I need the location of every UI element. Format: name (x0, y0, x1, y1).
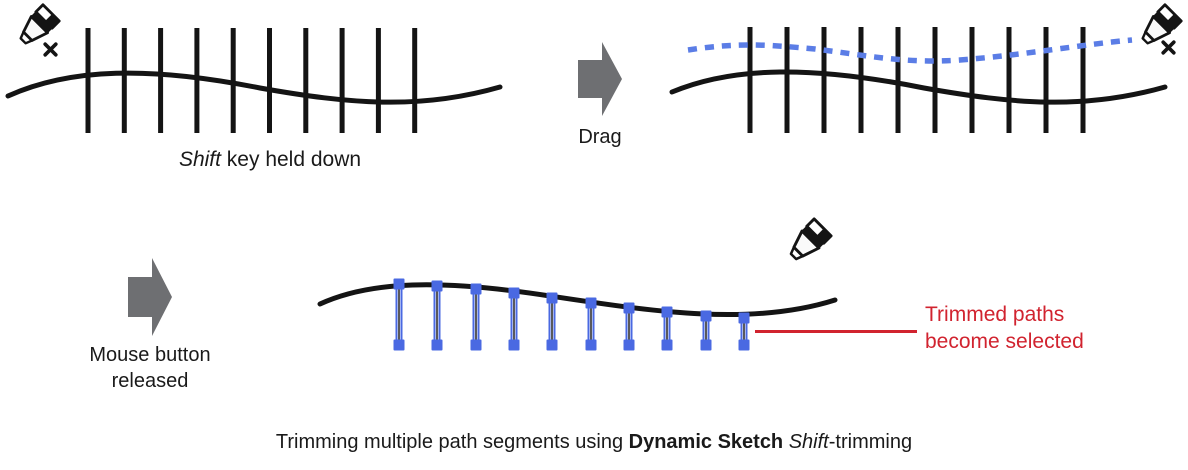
step1-caption-italic: Shift (178, 148, 221, 171)
step2-graphic (669, 27, 1168, 133)
callout-line (755, 330, 917, 333)
figure-caption-post: -trimming (828, 431, 913, 453)
figure-caption-italic: Shift (788, 431, 829, 453)
figure-caption: Trimming multiple path segments using Dy… (0, 430, 1188, 454)
release-arrow-label-line2: released (111, 370, 189, 392)
callout-text-line1: Trimmed paths (925, 303, 1065, 326)
release-arrow-label: Mouse button released (55, 342, 245, 394)
figure-caption-pre: Trimming multiple path segments using (275, 431, 629, 453)
callout-text-line2: become selected (925, 330, 1084, 353)
callout-text: Trimmed paths become selected (925, 301, 1155, 355)
cancel-x-icon (1160, 39, 1177, 56)
step1-graphic (5, 28, 503, 133)
cancel-x-icon (42, 41, 59, 58)
sketch-pen-icon (784, 216, 834, 266)
release-arrow-icon (128, 258, 172, 336)
step3-graphic (317, 278, 838, 351)
drag-arrow-icon (578, 42, 622, 116)
figure-caption-bold: Dynamic Sketch (628, 431, 784, 453)
step1-caption: Shift key held down (0, 147, 540, 173)
release-arrow-label-line1: Mouse button (89, 344, 211, 366)
drag-arrow-label: Drag (578, 126, 622, 148)
step1-caption-rest: key held down (220, 148, 362, 171)
